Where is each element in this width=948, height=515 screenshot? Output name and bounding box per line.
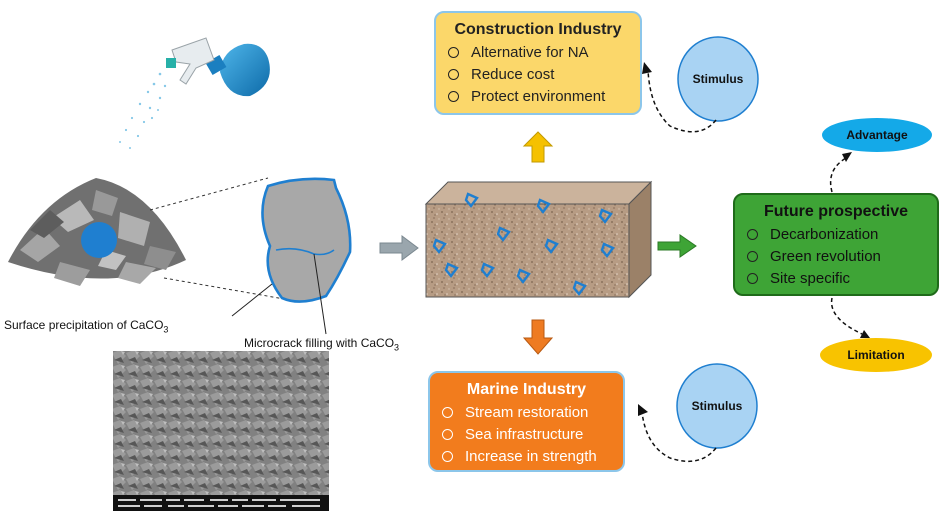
stimulus-top-label: Stimulus xyxy=(692,72,744,86)
surface-precipitation-caption: Surface precipitation of CaCO3 xyxy=(4,318,169,335)
circle-bullet-icon xyxy=(747,250,758,262)
arrow-to-concrete xyxy=(379,235,419,261)
circle-bullet-icon xyxy=(442,450,453,462)
bacteria-marker xyxy=(600,242,615,258)
bacteria-marker xyxy=(432,238,447,254)
circle-bullet-icon xyxy=(747,228,758,240)
limitation-label: Limitation xyxy=(847,348,905,362)
arrow-to-marine xyxy=(522,319,554,355)
bacteria-marker xyxy=(544,238,559,254)
bacteria-markers xyxy=(432,192,615,296)
list-item: Site specific xyxy=(747,268,925,290)
circle-bullet-icon xyxy=(442,406,453,418)
microcrack-caption: Microcrack filling with CaCO3 xyxy=(244,336,400,353)
future-list: Decarbonization Green revolution Site sp… xyxy=(747,224,925,290)
circle-bullet-icon xyxy=(448,46,459,58)
sem-micrograph xyxy=(113,351,329,511)
bacteria-marker xyxy=(444,262,459,278)
concrete-block xyxy=(424,180,653,299)
arrow-to-construction xyxy=(522,131,554,163)
list-item: Stream restoration xyxy=(442,402,611,424)
aggregate-pile xyxy=(8,178,186,286)
list-item: Green revolution xyxy=(747,246,925,268)
bacteria-marker xyxy=(464,192,479,208)
list-item: Sea infrastructure xyxy=(442,424,611,446)
circle-bullet-icon xyxy=(448,68,459,80)
stimulus-top-ellipse xyxy=(677,36,759,122)
construction-list: Alternative for NA Reduce cost Protect e… xyxy=(448,42,628,108)
bacteria-marker xyxy=(480,262,495,278)
marine-industry-box: Marine Industry Stream restoration Sea i… xyxy=(428,371,625,472)
bacteria-marker xyxy=(516,268,531,284)
list-item: Reduce cost xyxy=(448,64,628,86)
future-connectors xyxy=(829,157,863,335)
future-prospective-box: Future prospective Decarbonization Green… xyxy=(733,193,939,296)
construction-industry-box: Construction Industry Alternative for NA… xyxy=(434,11,642,115)
list-item: Protect environment xyxy=(448,86,628,108)
marine-list: Stream restoration Sea infrastructure In… xyxy=(442,402,611,468)
construction-title: Construction Industry xyxy=(454,21,622,38)
stimulus-arrowheads xyxy=(638,62,652,416)
list-item: Alternative for NA xyxy=(448,42,628,64)
future-title: Future prospective xyxy=(763,203,909,220)
circle-bullet-icon xyxy=(448,90,459,102)
bacteria-marker xyxy=(598,208,613,224)
zoom-lines xyxy=(149,177,291,301)
circle-bullet-icon xyxy=(442,428,453,440)
enlarged-grain xyxy=(261,177,352,303)
circle-bullet-icon xyxy=(747,272,758,284)
spray-bottle-icon xyxy=(166,37,270,97)
arrow-to-future xyxy=(657,234,697,258)
advantage-ellipse xyxy=(822,118,932,152)
spray-mist-icon xyxy=(119,72,167,149)
future-arrowheads xyxy=(842,152,870,338)
marine-title: Marine Industry xyxy=(466,381,587,398)
bacteria-marker xyxy=(572,280,587,296)
caption-pointer-lines xyxy=(231,253,327,335)
bacteria-marker xyxy=(536,198,551,214)
list-item: Decarbonization xyxy=(747,224,925,246)
stimulus-connectors xyxy=(641,69,717,463)
list-item: Increase in strength xyxy=(442,446,611,468)
bacteria-marker xyxy=(496,226,511,242)
limitation-ellipse xyxy=(820,338,932,372)
stimulus-bottom-ellipse xyxy=(676,363,758,449)
advantage-label: Advantage xyxy=(846,128,908,142)
stimulus-bottom-label: Stimulus xyxy=(691,399,743,413)
